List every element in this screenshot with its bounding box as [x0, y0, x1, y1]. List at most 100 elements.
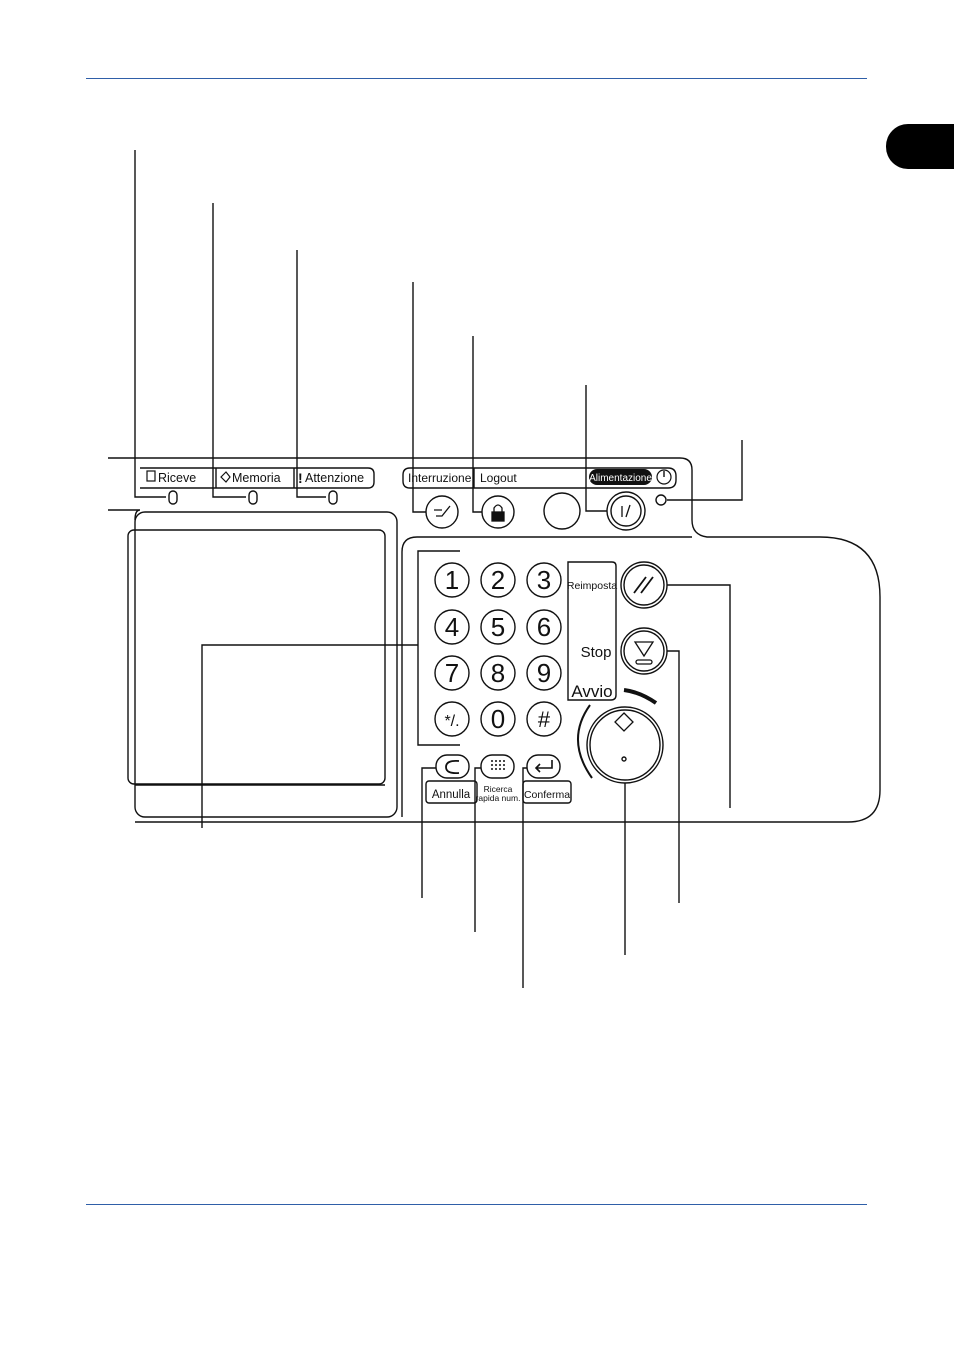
- logout-label: Logout: [480, 471, 517, 485]
- key-0-label: 0: [491, 704, 505, 734]
- key-1-label: 1: [445, 565, 459, 595]
- logout-lock-shackle: [493, 504, 503, 512]
- key-hash[interactable]: [526, 701, 562, 737]
- stop-key-inner: [623, 630, 665, 672]
- blank-key[interactable]: [543, 492, 581, 530]
- receive-indicator: [168, 490, 178, 505]
- status-label-frame: [140, 467, 375, 489]
- start-key-inner: [589, 709, 661, 781]
- header-rule: [86, 78, 867, 79]
- power-label: Alimentazione: [589, 473, 652, 484]
- stop-label: Stop: [581, 644, 612, 661]
- start-icon: [614, 712, 634, 732]
- key-hash-label: #: [538, 707, 551, 732]
- numeric-keypad: [434, 562, 562, 737]
- key-6[interactable]: [526, 609, 562, 645]
- key-star[interactable]: [434, 701, 470, 737]
- main-power-indicator: [655, 494, 667, 506]
- callout-logout: [472, 336, 482, 513]
- memory-label: Memoria: [232, 471, 281, 485]
- callout-enter: [522, 767, 527, 988]
- key-2[interactable]: [480, 562, 516, 598]
- receive-label: Riceve: [158, 471, 196, 485]
- keypad-area-frame: [401, 536, 692, 817]
- clear-label: Annulla: [432, 789, 471, 801]
- callout-clear: [421, 767, 436, 898]
- start-key-dot: [621, 756, 627, 762]
- clear-label-frame: [425, 780, 478, 804]
- key-6-label: 6: [537, 612, 551, 642]
- key-5-label: 5: [491, 612, 505, 642]
- power-key[interactable]: [606, 491, 646, 531]
- callout-stop: [667, 650, 680, 903]
- power-label-pill: [589, 469, 652, 485]
- interrupt-label: Interruzione: [408, 471, 472, 485]
- quick-search-label-1: Ricerca: [484, 784, 513, 794]
- callout-keypad: [201, 644, 418, 828]
- key-1[interactable]: [434, 562, 470, 598]
- callout-main-power: [667, 440, 743, 501]
- callout-memory: [212, 203, 246, 498]
- quick-number-search-key[interactable]: [480, 754, 515, 779]
- key-2-label: 2: [491, 565, 505, 595]
- main-power-icon: [656, 469, 672, 485]
- key-4[interactable]: [434, 609, 470, 645]
- key-3[interactable]: [526, 562, 562, 598]
- key-5[interactable]: [480, 609, 516, 645]
- callout-lines: [134, 150, 743, 988]
- touch-panel[interactable]: [127, 529, 386, 785]
- key-7[interactable]: [434, 655, 470, 691]
- enter-key[interactable]: [526, 754, 561, 779]
- clear-key[interactable]: [435, 754, 470, 779]
- confirm-label: Conferma: [524, 789, 570, 801]
- attention-indicator: [328, 490, 338, 505]
- power-icon: [621, 504, 631, 518]
- start-key[interactable]: [586, 706, 664, 784]
- quick-search-label-2: rapida num.: [476, 793, 521, 803]
- key-9-label: 9: [537, 658, 551, 688]
- side-label-strip: [567, 561, 617, 701]
- key-star-label: */.: [444, 713, 459, 730]
- footer-rule: [86, 1204, 867, 1205]
- display-bezel: [134, 511, 398, 818]
- stop-icon: [633, 641, 655, 658]
- receive-icon: [146, 470, 156, 482]
- memory-icon: [220, 471, 231, 483]
- key-3-label: 3: [537, 565, 551, 595]
- key-7-label: 7: [445, 658, 459, 688]
- key-8[interactable]: [480, 655, 516, 691]
- clear-icon: [445, 759, 460, 775]
- panel-outline: [108, 457, 881, 823]
- power-key-inner: [610, 495, 642, 527]
- key-8-label: 8: [491, 658, 505, 688]
- start-key-arc: [577, 704, 593, 779]
- callout-reset: [667, 584, 731, 808]
- memory-indicator: [248, 490, 258, 505]
- callout-attention: [296, 250, 326, 498]
- reset-label: Reimposta: [567, 580, 617, 592]
- quick-search-icon: [491, 760, 505, 770]
- callout-receive: [134, 150, 166, 498]
- callout-power: [585, 385, 607, 512]
- stop-key-bar: [635, 659, 653, 665]
- stop-key[interactable]: [620, 627, 668, 675]
- enter-icon: [534, 760, 553, 773]
- reset-key[interactable]: [620, 561, 668, 609]
- callout-keypad-bracket: [417, 550, 460, 746]
- start-key-indicator: [623, 688, 658, 705]
- reset-icon: [633, 576, 654, 594]
- interrupt-icon: [434, 505, 451, 517]
- attention-label: Attenzione: [305, 471, 364, 485]
- start-label: Avvio: [571, 682, 612, 701]
- key-4-label: 4: [445, 612, 459, 642]
- key-0[interactable]: [480, 701, 516, 737]
- attention-icon: !: [298, 470, 303, 486]
- interrupt-key[interactable]: [425, 495, 459, 529]
- logout-lock-icon: [491, 511, 505, 522]
- chapter-tab: [886, 124, 954, 169]
- function-label-frame: [402, 467, 677, 489]
- reset-key-inner: [623, 564, 665, 606]
- key-9[interactable]: [526, 655, 562, 691]
- callout-interrupt: [412, 282, 426, 513]
